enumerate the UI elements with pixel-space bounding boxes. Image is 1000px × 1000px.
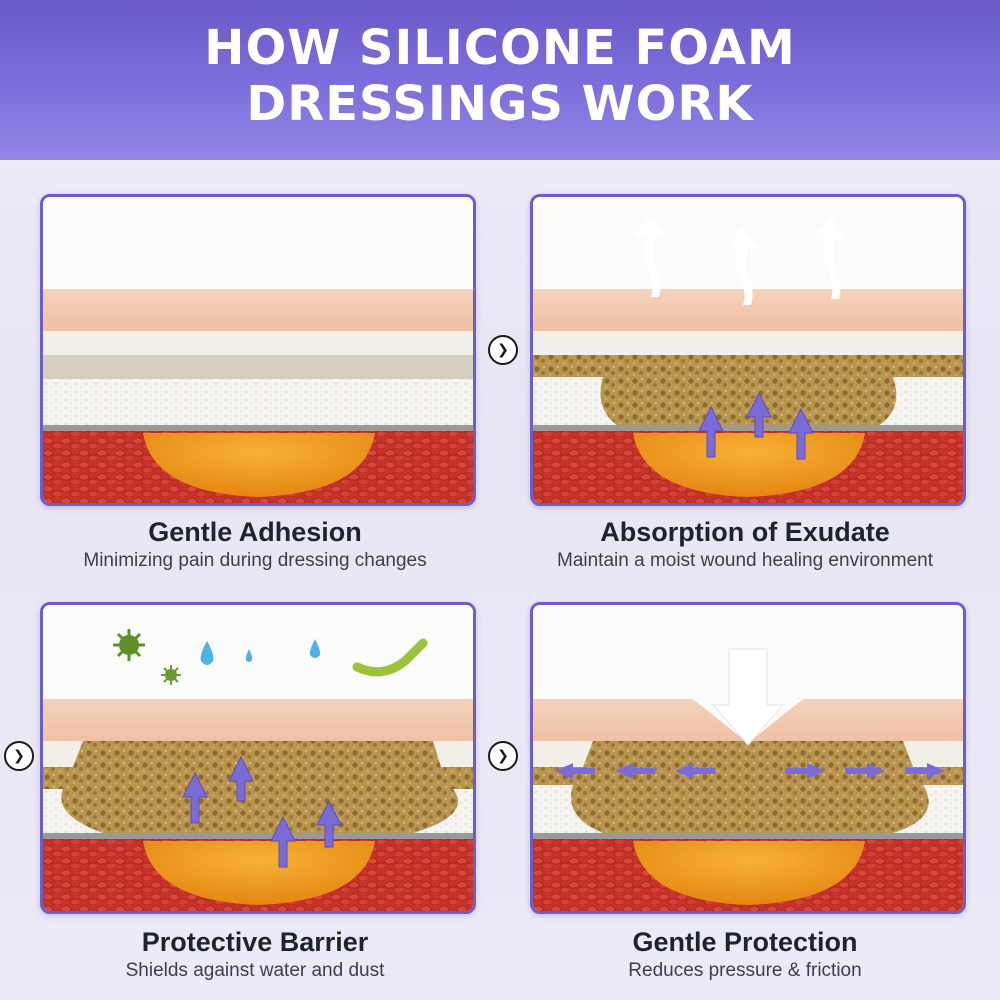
diagram-gentle-protection <box>533 605 963 911</box>
panel-title: Gentle Adhesion <box>148 517 362 547</box>
side-arrow-icon <box>555 763 945 779</box>
panel-protective-barrier <box>40 602 476 914</box>
page-title: HOW SILICONE FOAM DRESSINGS WORK <box>204 20 796 132</box>
diagram-protective-barrier <box>43 605 473 911</box>
panel-title: Protective Barrier <box>141 927 369 957</box>
chevron-right-icon[interactable]: ❯ <box>4 741 34 771</box>
up-arrow-icon <box>182 755 342 868</box>
panel-gentle-protection <box>530 602 966 914</box>
caption-gentle-adhesion: Gentle Adhesion Minimizing pain during d… <box>15 516 495 574</box>
caption-protective-barrier: Protective Barrier Shields against water… <box>15 926 495 984</box>
chevron-right-icon[interactable]: ❯ <box>488 335 518 365</box>
down-arrow-icon <box>711 648 785 746</box>
panel-subtitle: Reduces pressure & friction <box>628 960 862 981</box>
wound-bed <box>633 841 865 905</box>
steam-arrow-icon <box>633 215 847 305</box>
diagram-gentle-adhesion <box>43 197 473 503</box>
germ-icon <box>113 629 181 685</box>
diagram-absorption <box>533 197 963 503</box>
panel-subtitle: Minimizing pain during dressing changes <box>83 550 427 571</box>
panel-subtitle: Shields against water and dust <box>125 960 385 981</box>
panel-title: Gentle Protection <box>632 927 858 957</box>
panel-title: Absorption of Exudate <box>600 517 890 547</box>
wound-bed <box>143 433 375 497</box>
wound-bed <box>633 433 865 497</box>
caption-gentle-protection: Gentle Protection Reduces pressure & fri… <box>505 926 985 984</box>
chevron-right-icon[interactable]: ❯ <box>488 741 518 771</box>
water-drop-icon <box>200 639 321 665</box>
bacteria-icon <box>352 638 428 677</box>
wound-bed <box>143 841 375 905</box>
up-arrow-icon <box>698 391 814 460</box>
panel-gentle-adhesion <box>40 194 476 506</box>
panel-absorption <box>530 194 966 506</box>
panel-subtitle: Maintain a moist wound healing environme… <box>557 550 933 571</box>
caption-absorption: Absorption of Exudate Maintain a moist w… <box>505 516 985 574</box>
header-banner: HOW SILICONE FOAM DRESSINGS WORK <box>0 0 1000 160</box>
